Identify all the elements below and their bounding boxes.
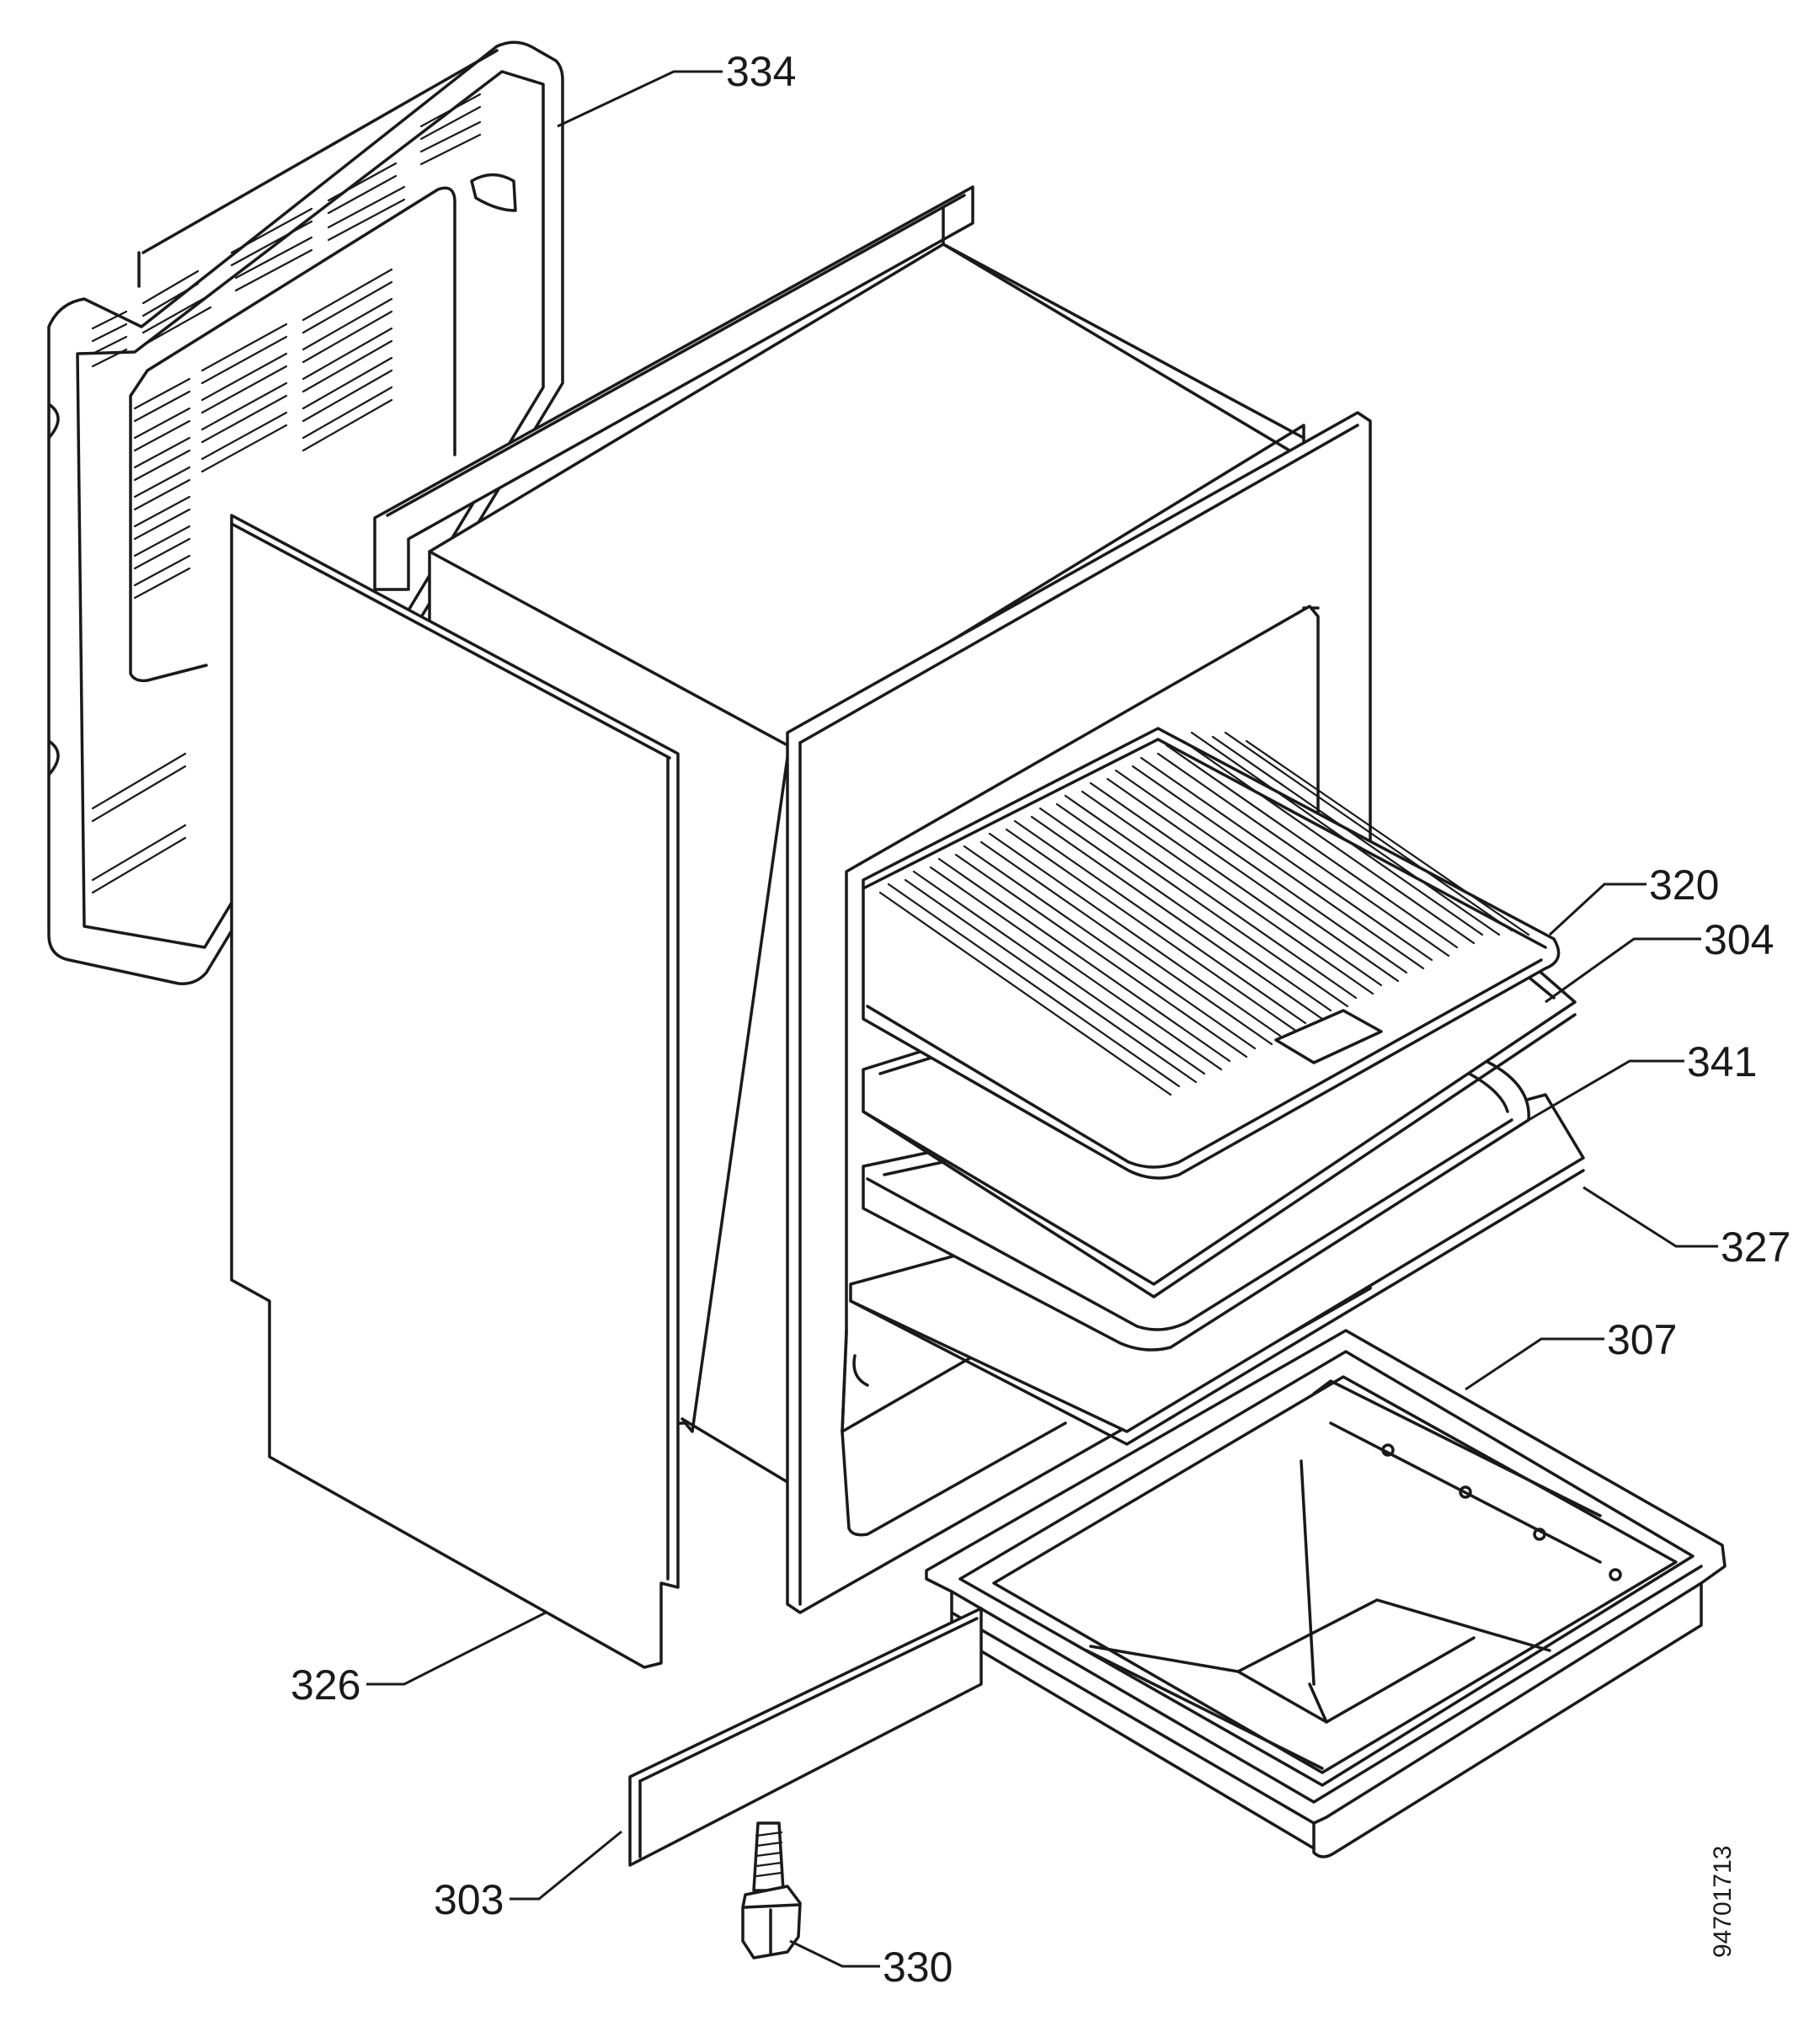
callout-330: 330 [883,1944,953,1991]
callout-304: 304 [1704,916,1774,963]
drawer-pan-307 [925,1329,1727,1858]
ventilation-slots [91,93,482,894]
document-number: 94701713 [1709,1846,1737,1958]
side-panel-326 [230,514,680,1669]
screw-330 [741,1821,802,1960]
callout-326: 326 [291,1661,360,1709]
plinth-strip-303 [628,1607,983,1867]
wire-shelf-320 [862,727,1561,1180]
callout-labels: 334 320 304 341 327 307 326 303 330 [291,48,1791,1991]
leader-lines [366,70,1718,1968]
callout-307: 307 [1607,1316,1677,1363]
rear-panel-334 [47,40,564,985]
shelf-wires [878,731,1530,1096]
callout-327: 327 [1721,1224,1791,1271]
callout-334: 334 [726,48,796,95]
callout-320: 320 [1649,861,1719,909]
callout-303: 303 [434,1876,504,1923]
callout-341: 341 [1687,1038,1757,1085]
